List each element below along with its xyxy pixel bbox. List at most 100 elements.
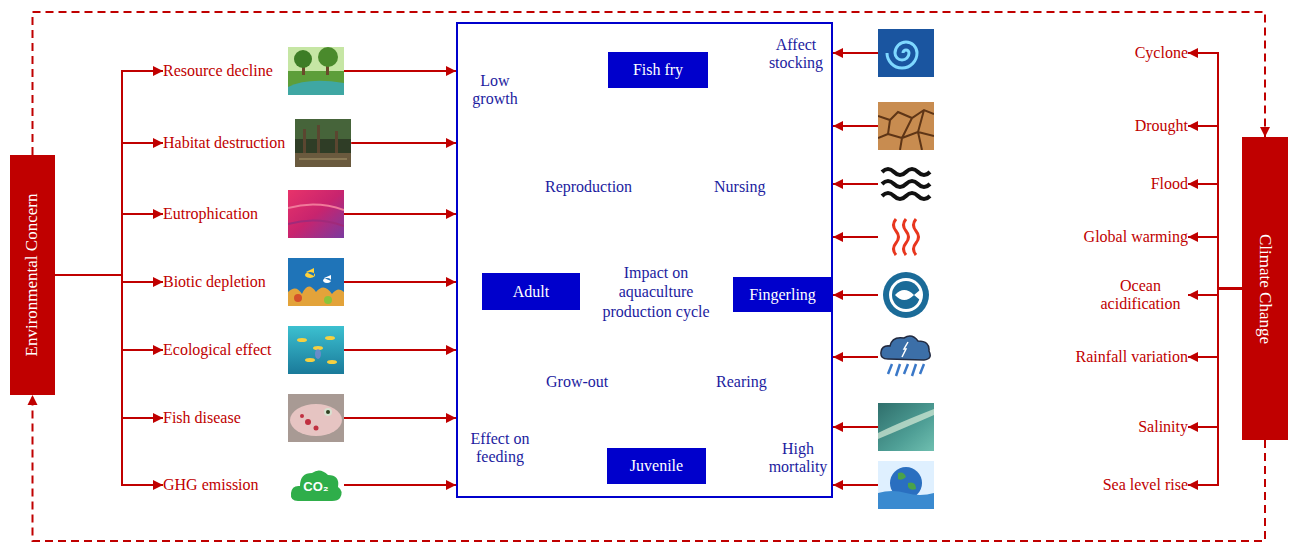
connector <box>55 275 163 490</box>
connector-line <box>344 484 456 486</box>
icon-frame <box>288 394 344 442</box>
arrowhead <box>833 232 843 242</box>
connector-line <box>1188 289 1242 428</box>
arrowhead <box>1188 290 1198 300</box>
arrowhead <box>153 209 163 219</box>
concern-item: Resource decline <box>163 47 344 95</box>
stage-note: High mortality <box>766 440 830 477</box>
connector-line <box>344 70 456 72</box>
text-stack: Ocean acidification <box>1093 277 1188 314</box>
arrowhead <box>28 395 38 405</box>
node-text: Sea level rise <box>1103 476 1188 494</box>
text-stack: Fish disease <box>163 409 241 427</box>
connector <box>1188 232 1242 289</box>
connector <box>1188 289 1242 433</box>
climate-item: Drought <box>878 102 1188 150</box>
connector-line <box>1188 289 1242 358</box>
icon-frame <box>878 160 934 208</box>
connector-line <box>344 417 456 419</box>
node-text: Fish fry <box>633 61 683 79</box>
text-stack: Ecological effect <box>163 341 272 359</box>
connector-line <box>1188 184 1242 289</box>
node-text: Environmental Concern <box>23 194 43 357</box>
label-holder: Low growth <box>466 72 524 109</box>
icon-frame <box>288 190 344 238</box>
label-holder: Reproduction <box>543 178 634 196</box>
connector <box>833 48 878 58</box>
node-text: Impact on aquaculture production cycle <box>586 263 726 321</box>
arrowhead <box>1188 422 1198 432</box>
edge-label: Nursing <box>712 178 768 196</box>
text-stack: Sea level rise <box>1103 476 1188 494</box>
stage-box: Fingerling <box>733 277 832 312</box>
connector <box>1188 289 1242 363</box>
stage-box: Juvenile <box>607 448 706 484</box>
connector-line <box>1188 126 1242 289</box>
arrowhead <box>1188 352 1198 362</box>
label-holder: Rearing <box>714 373 769 391</box>
arrowhead <box>833 48 843 58</box>
node-text: Eutrophication <box>163 205 258 223</box>
text-stack: Rainfall variation <box>1076 348 1188 366</box>
production-cycle-box: Impact on aquaculture production cycleFi… <box>456 22 833 498</box>
concern-item: Habitat destruction <box>163 119 351 167</box>
text-stack: Habitat destruction <box>163 134 285 152</box>
arrowhead <box>153 413 163 423</box>
connector-line <box>55 275 163 282</box>
icon-frame <box>288 326 344 374</box>
arrowhead <box>833 290 843 300</box>
connector-line <box>351 142 456 144</box>
edge-label: Grow-out <box>544 373 610 391</box>
node-text: Climate Change <box>1255 233 1275 343</box>
connector-line <box>344 281 456 283</box>
text-stack: Resource decline <box>163 62 273 80</box>
arrowhead <box>153 277 163 287</box>
climate-item: Sea level rise <box>878 461 1188 509</box>
salinity-icon <box>878 403 934 451</box>
arrowhead <box>833 352 843 362</box>
connector-line <box>55 71 163 275</box>
climate-item: Salinity <box>878 403 1188 451</box>
arrowhead <box>833 480 843 490</box>
arrowhead <box>1260 127 1270 137</box>
cyclone-icon <box>878 29 934 77</box>
connector <box>1188 179 1242 289</box>
climate-band: Climate Change <box>1242 137 1288 440</box>
edge-label: Reproduction <box>543 178 634 196</box>
connector <box>55 138 163 275</box>
connector <box>344 209 456 219</box>
node-text: Ecological effect <box>163 341 272 359</box>
climate-item: Global warming <box>878 213 1188 261</box>
connector <box>55 275 163 287</box>
mangrove-icon <box>295 119 351 167</box>
arrowhead <box>1188 121 1198 131</box>
node-text: Salinity <box>1138 418 1188 436</box>
concern-item: Eutrophication <box>163 190 344 238</box>
connector <box>1188 289 1242 491</box>
node-text: Drought <box>1135 117 1188 135</box>
diseased-fish-icon <box>288 394 344 442</box>
connector-line <box>344 213 456 215</box>
climate-item: Ocean acidification <box>878 271 1188 319</box>
node-text: Flood <box>1151 175 1188 193</box>
landscape-icon <box>288 47 344 95</box>
node-text: GHG emission <box>163 476 259 494</box>
node-text: Ocean acidification <box>1093 277 1188 314</box>
arrowhead <box>153 480 163 490</box>
stage-box: Fish fry <box>608 52 708 88</box>
arrowhead <box>833 179 843 189</box>
arrowhead <box>446 413 456 423</box>
concern-band: Environmental Concern <box>10 155 55 395</box>
node-text: Resource decline <box>163 62 273 80</box>
connector <box>833 480 878 490</box>
connector <box>833 179 878 189</box>
connector <box>55 66 163 275</box>
climate-item: Cyclone <box>878 29 1188 77</box>
text-stack: Drought <box>1135 117 1188 135</box>
label-holder: Affect stocking <box>764 36 828 73</box>
icon-frame <box>878 29 934 77</box>
arrowhead <box>1188 480 1198 490</box>
connector <box>344 345 456 355</box>
formula-label: CO₂ <box>303 479 328 494</box>
